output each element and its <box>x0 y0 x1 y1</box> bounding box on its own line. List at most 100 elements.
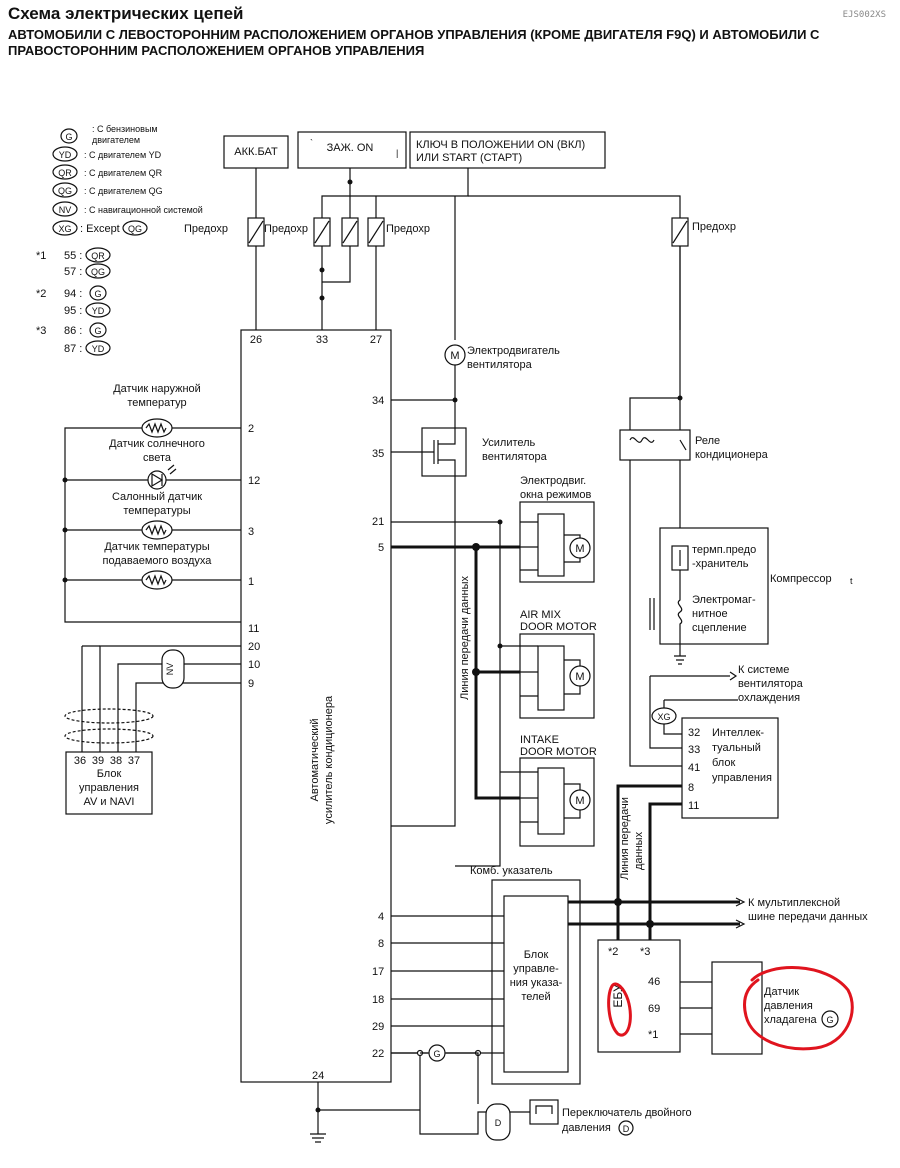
svg-text:4: 4 <box>378 911 384 923</box>
svg-text:*1: *1 <box>36 250 46 262</box>
svg-text:блок: блок <box>712 757 735 769</box>
svg-text:Интеллек-: Интеллек- <box>712 727 764 739</box>
page-subtitle: АВТОМОБИЛИ С ЛЕВОСТОРОННИМ РАСПОЛОЖЕНИЕМ… <box>8 27 820 58</box>
fuse-1: Предохр <box>184 217 265 247</box>
svg-text:69: 69 <box>648 1003 660 1015</box>
ac-relay <box>619 429 691 461</box>
svg-text:26: 26 <box>250 334 262 346</box>
svg-text:G: G <box>433 1049 440 1059</box>
document-code: EJS002XS <box>842 10 886 20</box>
svg-text:*3: *3 <box>640 946 650 958</box>
nav-unit: NV 36 39 38 37 Блок управления AV и NAVI <box>64 645 241 815</box>
svg-text:NV: NV <box>165 663 175 676</box>
svg-text:5: 5 <box>378 542 384 554</box>
svg-text:20: 20 <box>248 641 260 653</box>
svg-text:21: 21 <box>372 516 384 528</box>
red-mark-sensor <box>743 966 854 1051</box>
svg-text:Усилитель: Усилитель <box>482 437 536 449</box>
svg-text:39: 39 <box>92 755 104 767</box>
svg-text:41: 41 <box>688 762 700 774</box>
svg-text:95 :: 95 : <box>64 305 82 317</box>
svg-text:INTAKE: INTAKE <box>520 734 559 746</box>
mode-door-motor: Электродвиг. окна режимов M <box>519 475 595 583</box>
battery-box <box>223 135 289 169</box>
svg-text:D: D <box>495 1118 502 1128</box>
incar-sensor: Салонный датчик температуры <box>112 491 202 540</box>
svg-text:: С двигателем QR: : С двигателем QR <box>84 168 163 178</box>
svg-text:10: 10 <box>248 659 260 671</box>
svg-text:температур: температур <box>127 397 186 409</box>
svg-text:G: G <box>65 132 72 142</box>
legend-item-qg: QG : С двигателем QG <box>52 182 163 198</box>
svg-text:11: 11 <box>688 800 699 812</box>
svg-text:27: 27 <box>370 334 382 346</box>
svg-text:*1: *1 <box>648 1029 658 1041</box>
svg-text:охлаждения: охлаждения <box>738 692 800 704</box>
svg-text:: С навигационной системой: : С навигационной системой <box>84 205 203 215</box>
svg-text:Датчик: Датчик <box>764 986 799 998</box>
svg-text:22: 22 <box>372 1048 384 1060</box>
fuse-4: Предохр <box>367 217 430 247</box>
svg-text:18: 18 <box>372 994 384 1006</box>
header: Схема электрических цепей АВТОМОБИЛИ С Л… <box>8 4 892 59</box>
svg-text:Блок: Блок <box>524 949 549 961</box>
refrig-sensor-box <box>711 961 763 1055</box>
legend-note-1: *1 55 : QR 57 : QG <box>36 247 111 279</box>
svg-text:QG: QG <box>128 224 142 234</box>
svg-text:Электродвиг.: Электродвиг. <box>520 475 586 487</box>
svg-text:M: M <box>575 543 584 555</box>
svg-text:света: света <box>143 452 172 464</box>
red-mark-ecu <box>607 982 632 1037</box>
svg-text:17: 17 <box>372 966 384 978</box>
svg-text:-хранитель: -хранитель <box>692 558 749 570</box>
svg-text:11: 11 <box>248 623 259 635</box>
svg-text:Комб. указатель: Комб. указатель <box>470 865 553 877</box>
svg-text:QR: QR <box>58 168 72 178</box>
svg-text:XG: XG <box>58 224 71 234</box>
svg-text:: С двигателем YD: : С двигателем YD <box>84 150 162 160</box>
svg-text:Датчик температуры: Датчик температуры <box>104 541 209 553</box>
svg-text:подаваемого воздуха: подаваемого воздуха <box>103 555 213 567</box>
svg-text:кондиционера: кондиционера <box>695 449 769 461</box>
svg-text:Датчик солнечного: Датчик солнечного <box>109 438 205 450</box>
svg-text:M: M <box>575 795 584 807</box>
svg-text:Переключатель двойного: Переключатель двойного <box>562 1107 692 1119</box>
legend-note-3: *3 86 : G 87 : YD <box>36 322 111 356</box>
svg-text:ИЛИ START (СТАРТ): ИЛИ START (СТАРТ) <box>416 152 522 164</box>
intake-sensor: Датчик температуры подаваемого воздуха <box>103 541 213 590</box>
svg-text:XG: XG <box>657 712 670 722</box>
svg-text:К мультиплексной: К мультиплексной <box>748 897 840 909</box>
svg-text:|: | <box>396 148 398 158</box>
svg-text:управле-: управле- <box>513 963 559 975</box>
svg-text:AV и NAVI: AV и NAVI <box>84 796 135 808</box>
ambient-sensor: Датчик наружной температур <box>113 383 201 438</box>
fuse-5: Предохр <box>671 217 736 247</box>
svg-text:давления: давления <box>764 1000 813 1012</box>
svg-text:34: 34 <box>372 395 384 407</box>
svg-text:`: ` <box>310 138 313 148</box>
svg-text:t: t <box>850 576 853 586</box>
legend-item-qr: QR : С двигателем QR <box>52 164 163 180</box>
legend-item-xg: XG : Except QG <box>52 220 148 236</box>
svg-text:К системе: К системе <box>738 664 789 676</box>
svg-text:33: 33 <box>688 744 700 756</box>
svg-text:87 :: 87 : <box>64 343 82 355</box>
svg-text:Реле: Реле <box>695 435 720 447</box>
svg-text:туальный: туальный <box>712 742 761 754</box>
svg-text:46: 46 <box>648 976 660 988</box>
svg-text:3: 3 <box>248 526 254 538</box>
svg-text:Линия передачи данных: Линия передачи данных <box>459 576 471 700</box>
svg-text:94 :: 94 : <box>64 288 82 300</box>
fuse-3 <box>341 217 359 247</box>
ecu-section: *2 *3 ЕБУ 46 69 *1 Датчик давления хлада… <box>597 939 854 1055</box>
svg-text:YD: YD <box>92 344 105 354</box>
svg-text:36: 36 <box>74 755 86 767</box>
svg-text:9: 9 <box>248 678 254 690</box>
svg-text:Компрессор: Компрессор <box>770 573 832 585</box>
svg-text:32: 32 <box>688 727 700 739</box>
ground-section: G D Переключатель двойного давления D <box>310 1044 692 1143</box>
svg-text:G: G <box>94 326 101 336</box>
svg-text:усилитель кондиционера: усилитель кондиционера <box>323 695 335 824</box>
svg-text:сцепление: сцепление <box>692 622 747 634</box>
